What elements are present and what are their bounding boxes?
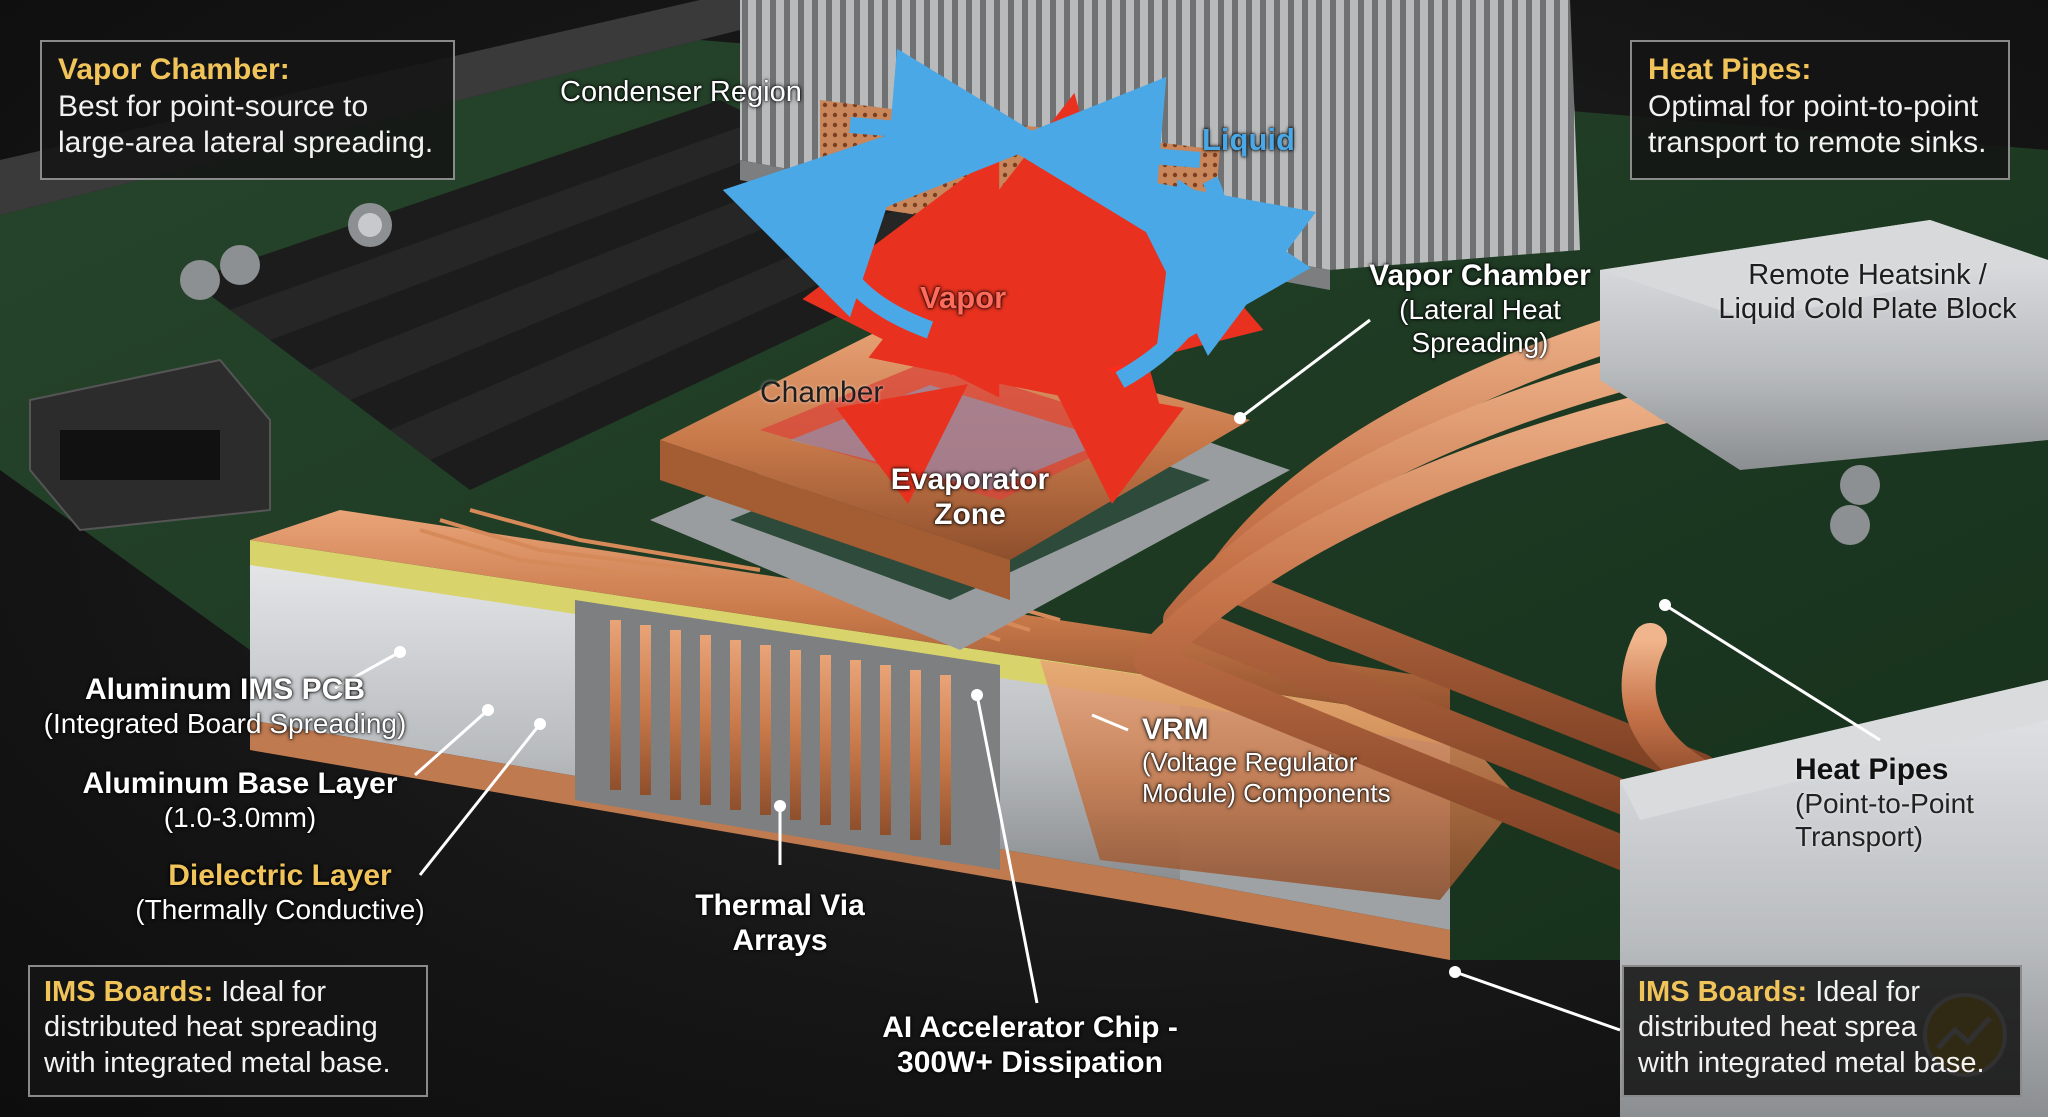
label-heat-pipes: Heat Pipes (Point-to-Point Transport)	[1795, 752, 2035, 853]
label-text: Liquid Cold Plate Block	[1718, 293, 2017, 326]
callout-ims-boards-left: IMS Boards: Ideal for distributed heat s…	[28, 965, 428, 1097]
label-subtitle: (Point-to-Point	[1795, 788, 1974, 820]
label-title: AI Accelerator Chip -	[882, 1011, 1178, 1044]
callout-line: large-area lateral spreading.	[58, 126, 434, 160]
callout-ims-boards-right: IMS Boards: Ideal for distributed heat s…	[1622, 965, 2022, 1097]
label-subtitle: (Lateral Heat	[1399, 294, 1561, 326]
label-title: Aluminum Base Layer	[82, 767, 398, 800]
callout-line: Best for point-source to	[58, 89, 369, 123]
liquid-return-arrows	[722, 48, 1317, 388]
label-subtitle: (Integrated Board Spreading)	[43, 708, 407, 740]
label-text: Chamber	[760, 376, 884, 409]
label-text: Vapor	[920, 280, 1007, 315]
callout-line: Ideal for	[1807, 976, 1921, 1008]
label-title: Thermal Via	[695, 889, 865, 922]
label-vrm: VRM (Voltage Regulator Module) Component…	[1142, 712, 1442, 809]
leader-lines	[334, 318, 1881, 1032]
label-aluminum-base-layer: Aluminum Base Layer (1.0-3.0mm)	[75, 766, 405, 834]
label-text: Remote Heatsink /	[1748, 259, 1987, 291]
callout-line: with integrated metal base.	[1638, 1046, 1985, 1079]
label-title: Arrays	[732, 924, 828, 958]
label-text: Evaporator	[890, 463, 1050, 496]
callout-title: IMS Boards:	[1638, 976, 1808, 1008]
label-subtitle: (Voltage Regulator	[1142, 747, 1358, 778]
label-title: Vapor Chamber	[1369, 259, 1591, 292]
callout-title: IMS Boards:	[44, 976, 214, 1008]
label-condenser-region: Condenser Region	[560, 75, 802, 109]
callout-line: distributed heat sprea	[1638, 1011, 1917, 1044]
callout-title: Vapor Chamber:	[58, 53, 290, 86]
label-subtitle: Spreading)	[1411, 327, 1549, 359]
label-subtitle: Module) Components	[1142, 778, 1391, 809]
label-title: 300W+ Dissipation	[897, 1046, 1163, 1080]
label-thermal-via-arrays: Thermal Via Arrays	[660, 888, 900, 959]
label-subtitle: Transport)	[1795, 821, 1924, 853]
label-vapor-chamber: Vapor Chamber (Lateral Heat Spreading)	[1340, 258, 1620, 359]
callout-line: with integrated metal base.	[44, 1046, 391, 1079]
callout-vapor-chamber: Vapor Chamber: Best for point-source to …	[40, 40, 455, 180]
label-title: Heat Pipes	[1795, 753, 1949, 786]
label-liquid: Liquid	[1202, 122, 1295, 159]
label-text: Liquid	[1202, 122, 1295, 157]
label-text: Condenser Region	[560, 76, 802, 108]
label-title: Dielectric Layer	[168, 859, 392, 892]
callout-line: transport to remote sinks.	[1648, 126, 1987, 160]
label-text: Zone	[934, 498, 1006, 532]
label-ai-accelerator-chip: AI Accelerator Chip - 300W+ Dissipation	[860, 1010, 1200, 1081]
label-remote-heatsink: Remote Heatsink / Liquid Cold Plate Bloc…	[1690, 258, 2045, 326]
callout-line: Optimal for point-to-point	[1648, 89, 1979, 123]
callout-line: distributed heat spreading	[44, 1011, 378, 1044]
label-evaporator-zone: Evaporator Zone	[880, 462, 1060, 533]
label-vapor: Vapor	[920, 280, 1006, 317]
callout-heat-pipes: Heat Pipes: Optimal for point-to-point t…	[1630, 40, 2010, 180]
label-chamber: Chamber	[760, 375, 883, 410]
label-title: VRM	[1142, 713, 1209, 746]
label-subtitle: (Thermally Conductive)	[135, 894, 425, 926]
thermal-via-array	[610, 620, 951, 845]
label-dielectric-layer: Dielectric Layer (Thermally Conductive)	[120, 858, 440, 926]
label-title: Aluminum IMS PCB	[84, 673, 365, 706]
callout-title: Heat Pipes:	[1648, 53, 1812, 86]
label-subtitle: (1.0-3.0mm)	[163, 802, 317, 834]
callout-line: Ideal for	[213, 976, 327, 1008]
label-aluminum-ims-pcb: Aluminum IMS PCB (Integrated Board Sprea…	[30, 672, 420, 740]
